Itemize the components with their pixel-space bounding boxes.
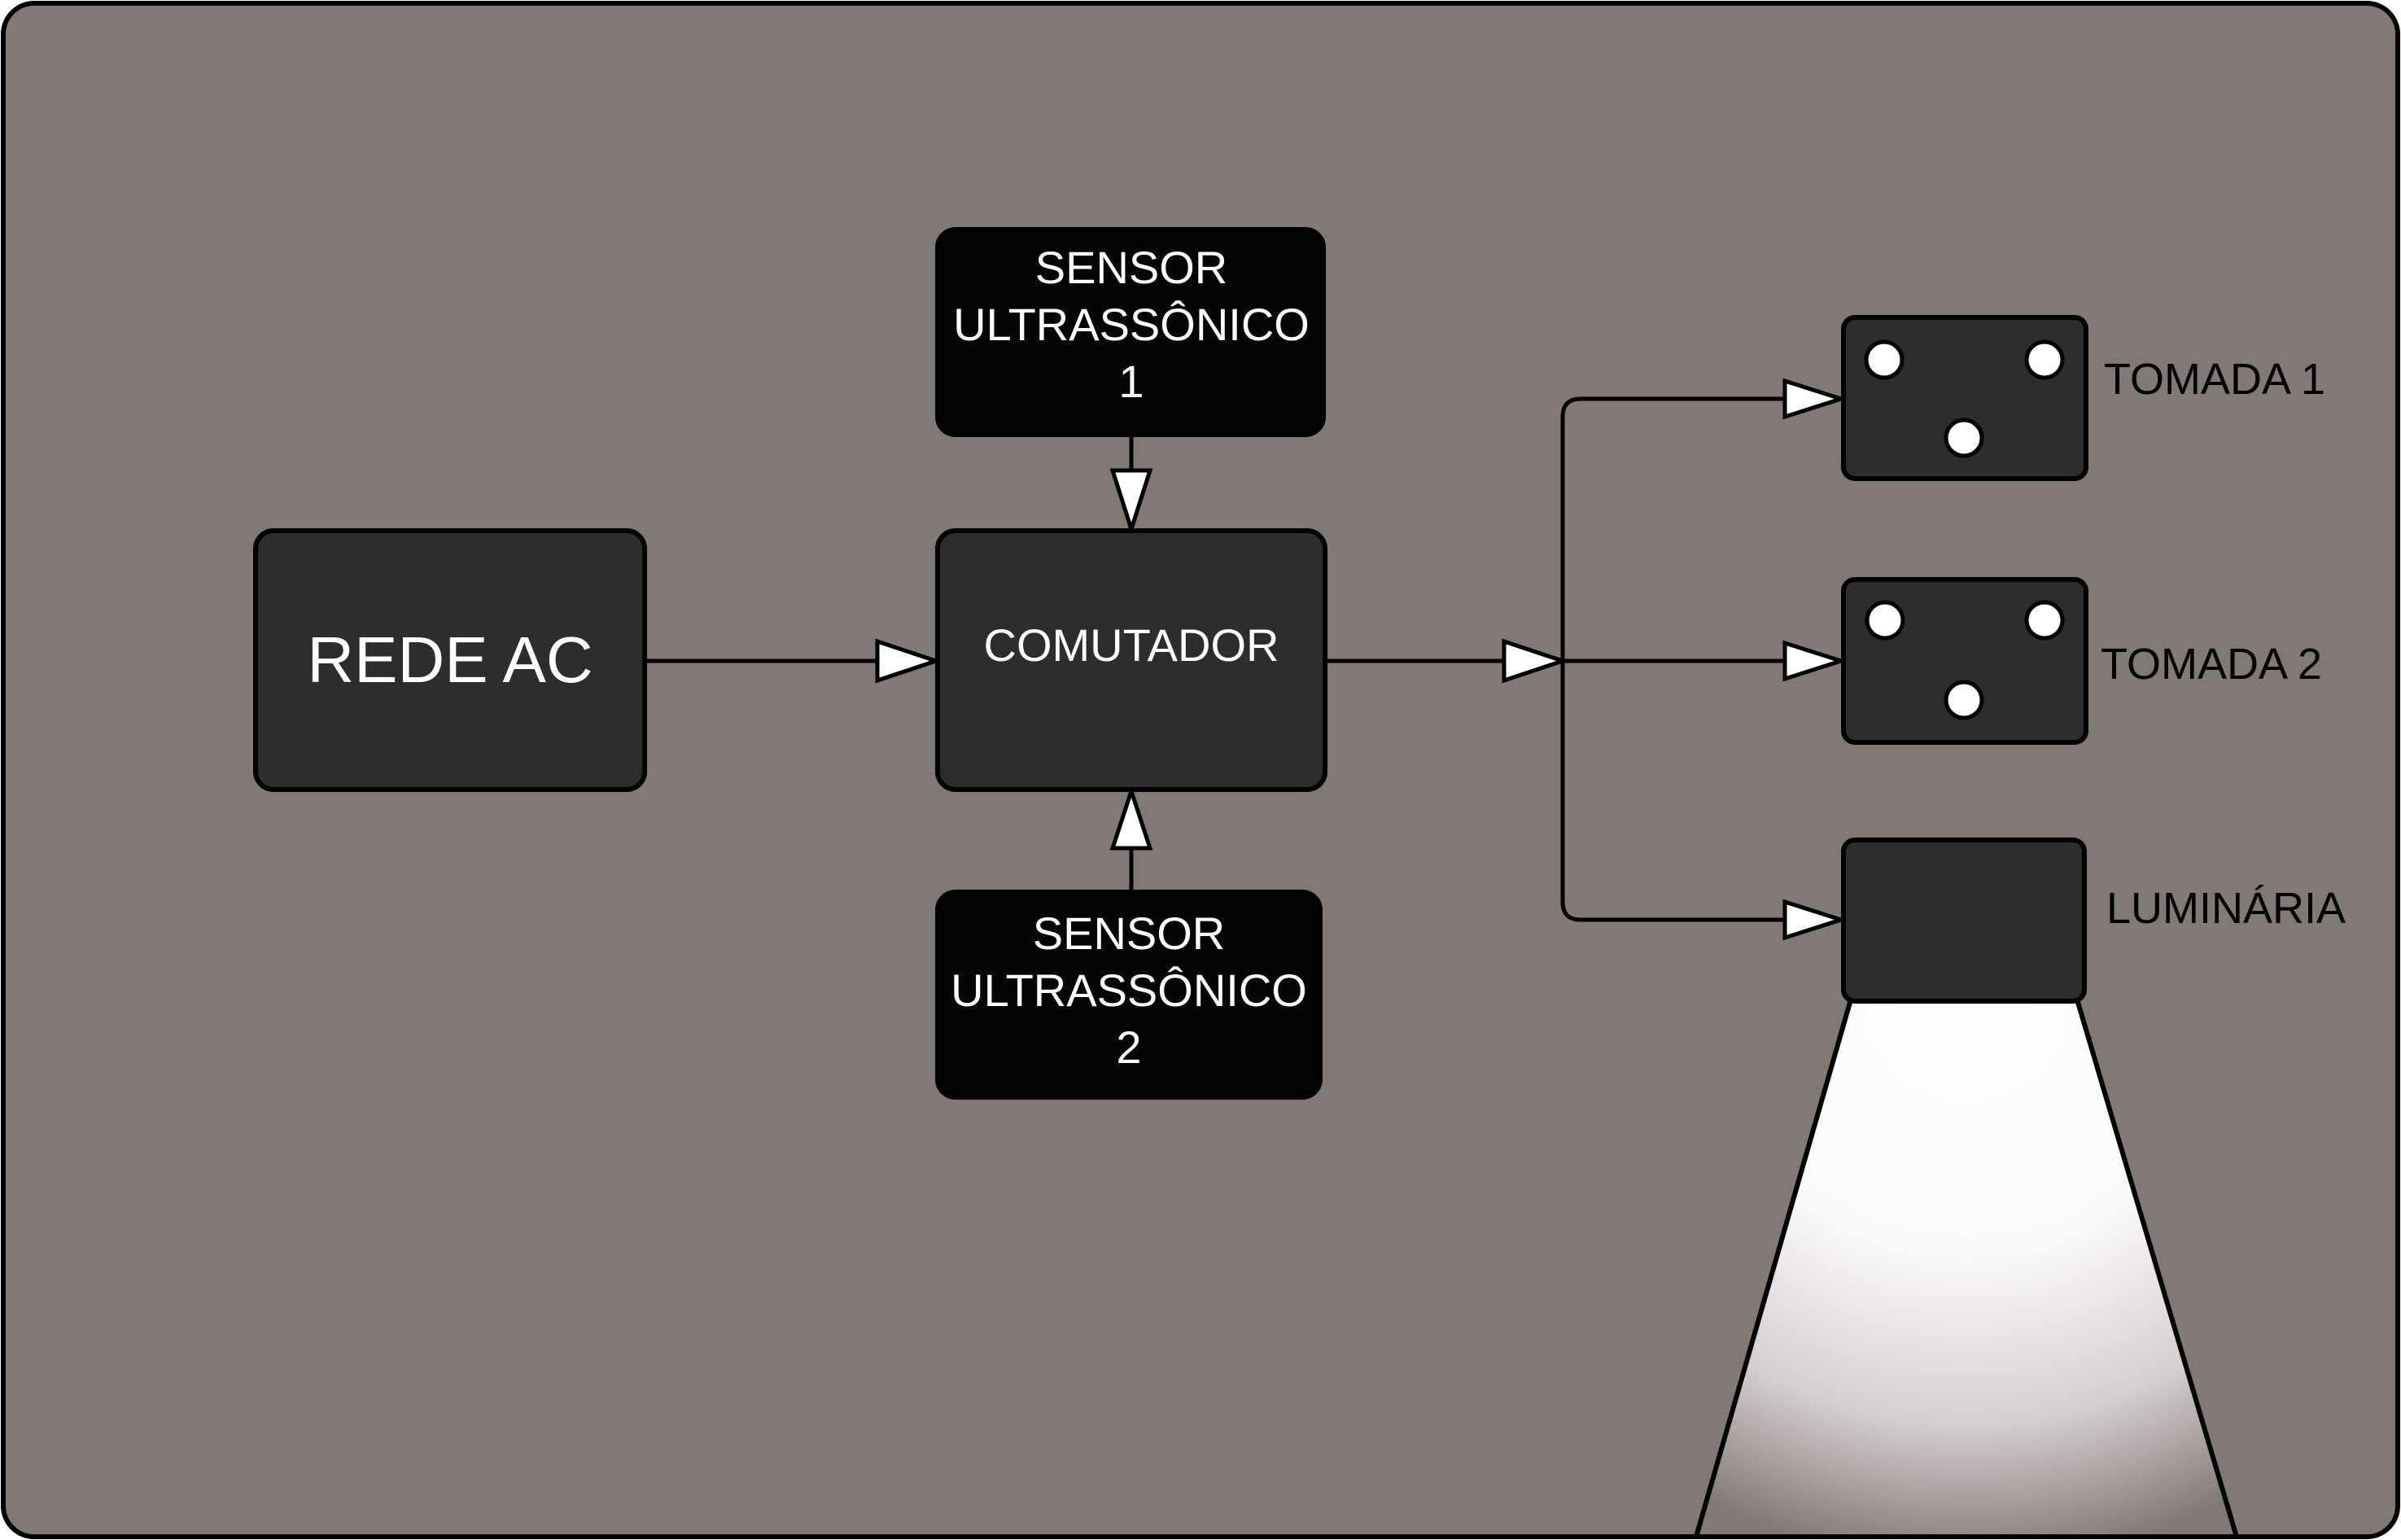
node-rede-ac: REDE AC [253,528,647,792]
node-luminaria [1841,838,2087,1004]
node-comutador: COMUTADOR [935,528,1327,792]
outlet-hole-icon [2024,339,2065,380]
edge-bus-to-tomada1 [1560,396,1787,661]
node-sensor-1-line3: 1 [1118,356,1144,407]
node-sensor-1-line2: ULTRASSÔNICO [953,299,1310,350]
node-luminaria-label: LUMINÁRIA [2106,884,2346,933]
outlet-hole-icon [1864,339,1905,380]
outlet-hole-icon [1865,600,1905,641]
arrowhead-sensor2 [1109,784,1153,851]
arrowhead-luminaria [1782,899,1848,941]
arrowhead-sensor1 [1109,468,1153,536]
node-sensor-2: SENSOR ULTRASSÔNICO 2 [935,890,1323,1100]
arrowhead-tomada1 [1782,378,1848,420]
node-tomada-2-label: TOMADA 2 [2101,640,2322,689]
outlet-hole-icon [1944,680,1984,720]
edge-bus-to-luminaria [1560,661,1787,922]
node-sensor-2-line1: SENSOR [1033,908,1226,959]
arrowhead-comutador-out [1502,638,1569,684]
node-tomada-1 [1841,315,2088,481]
arrowheads [875,378,1848,941]
connectors [645,396,1787,922]
node-sensor-2-line3: 2 [1116,1022,1141,1073]
outlet-hole-icon [2024,600,2065,641]
arrowhead-tomada2 [1782,640,1848,682]
node-rede-ac-label: REDE AC [307,623,593,696]
node-sensor-1: SENSOR ULTRASSÔNICO 1 [935,227,1326,437]
node-comutador-label: COMUTADOR [984,619,1279,671]
node-tomada-1-label: TOMADA 1 [2104,355,2325,404]
arrowhead-rede [875,638,942,684]
outlet-hole-icon [1944,418,1984,458]
node-sensor-2-line2: ULTRASSÔNICO [951,965,1307,1016]
node-tomada-2 [1841,577,2088,745]
node-sensor-1-line1: SENSOR [1035,242,1228,293]
